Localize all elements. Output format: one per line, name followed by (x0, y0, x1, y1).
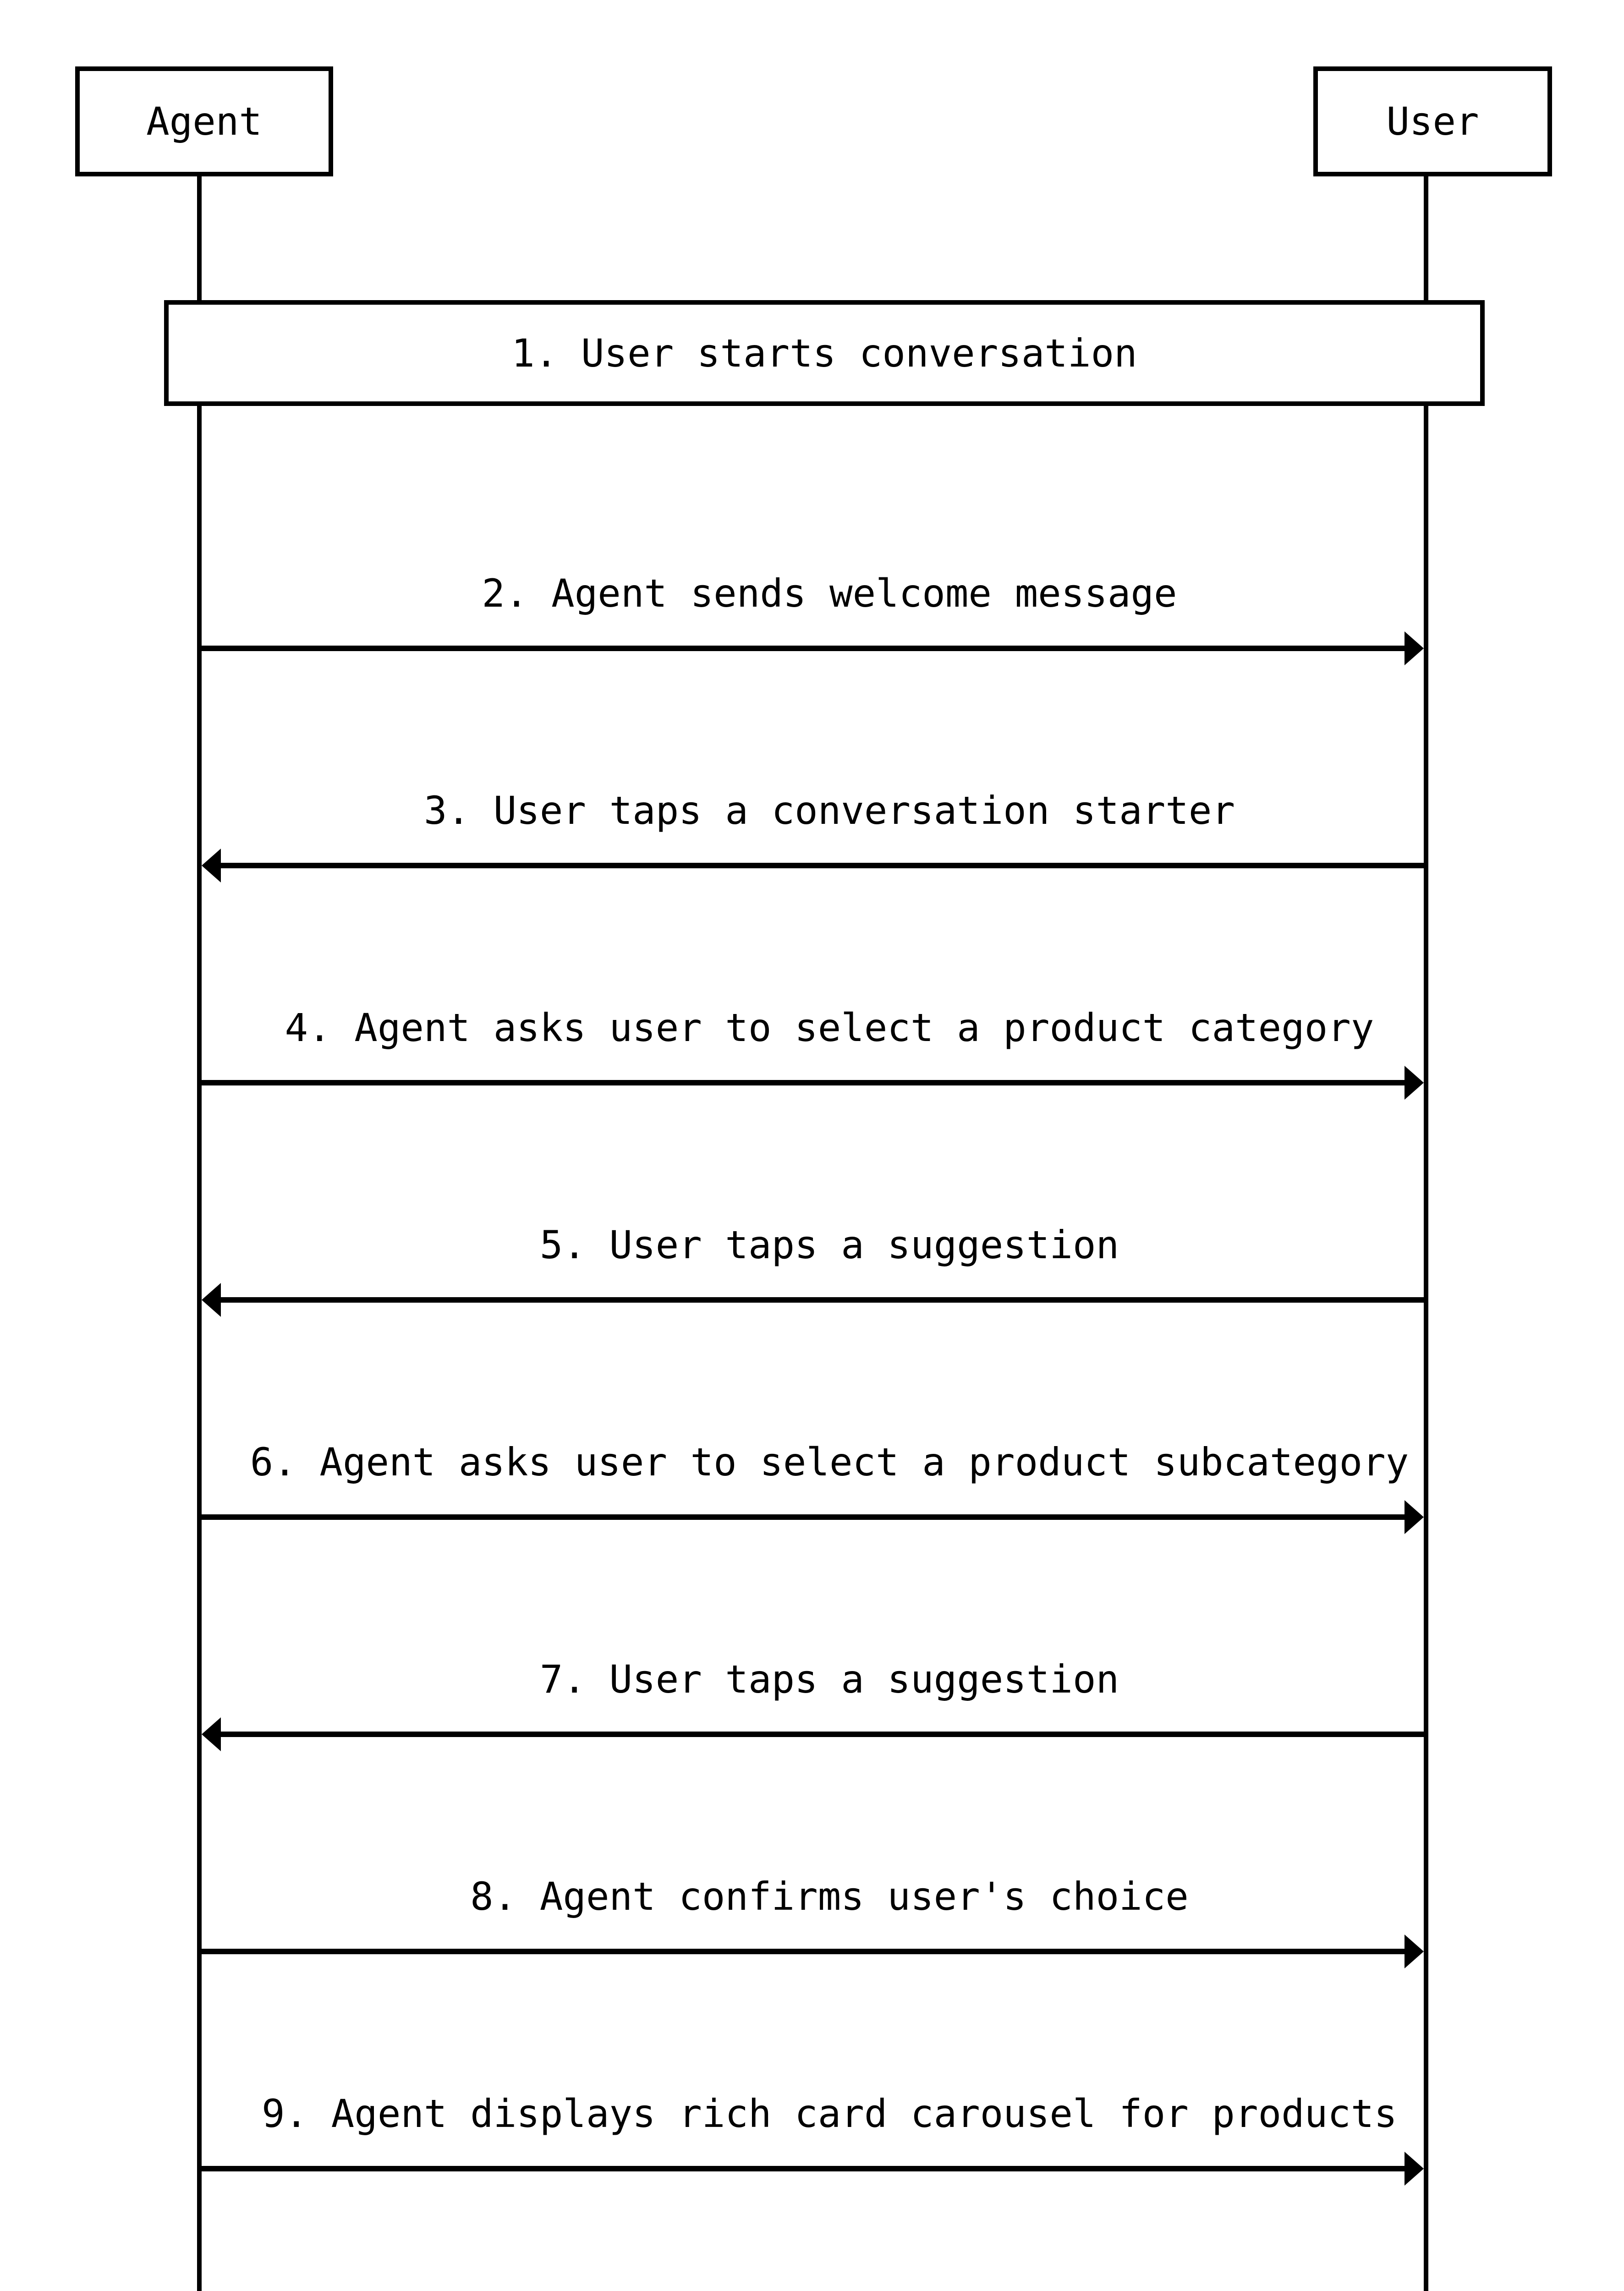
note-box-step-1: 1. User starts conversation (164, 300, 1485, 406)
arrowhead-left-icon (202, 1717, 221, 1751)
message-label: 6. Agent asks user to select a product s… (250, 1440, 1409, 1485)
agent-lifeline (197, 175, 202, 2291)
actor-box-user-top: User (1313, 66, 1552, 176)
message-label: 3. User taps a conversation starter (423, 788, 1235, 833)
message-label: 9. Agent displays rich card carousel for… (261, 2091, 1398, 2136)
arrowhead-right-icon (1405, 1500, 1424, 1534)
message-arrow (202, 1949, 1407, 1954)
arrowhead-right-icon (1405, 1066, 1424, 1100)
user-lifeline (1424, 175, 1428, 2291)
message-arrow (202, 1514, 1407, 1520)
message-arrow (202, 646, 1407, 651)
arrowhead-right-icon (1405, 1935, 1424, 1968)
message-arrow (219, 1297, 1424, 1303)
arrowhead-left-icon (202, 1283, 221, 1317)
message-label: 4. Agent asks user to select a product c… (285, 1005, 1374, 1050)
arrowhead-left-icon (202, 849, 221, 882)
note-label: 1. User starts conversation (511, 330, 1137, 376)
message-arrow (219, 1732, 1424, 1737)
arrowhead-right-icon (1405, 631, 1424, 665)
arrowhead-right-icon (1405, 2152, 1424, 2186)
message-label: 7. User taps a suggestion (539, 1657, 1119, 1702)
message-label: 8. Agent confirms user's choice (470, 1874, 1189, 1919)
message-arrow (219, 863, 1424, 868)
actor-box-agent-top: Agent (75, 66, 333, 176)
message-arrow (202, 2166, 1407, 2171)
message-label: 5. User taps a suggestion (539, 1222, 1119, 1267)
actor-label-agent: Agent (146, 99, 262, 144)
message-arrow (202, 1080, 1407, 1085)
actor-label-user: User (1386, 99, 1479, 144)
message-label: 2. Agent sends welcome message (482, 571, 1177, 616)
